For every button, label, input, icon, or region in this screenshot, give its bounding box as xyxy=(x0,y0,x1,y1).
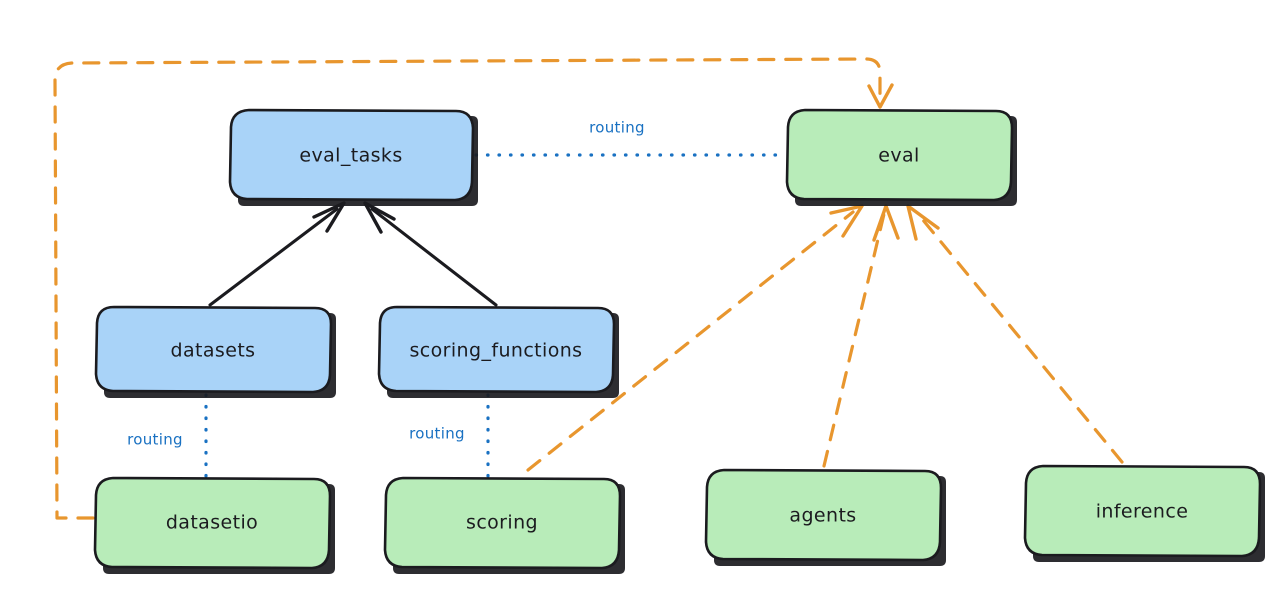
node-eval[interactable]: eval xyxy=(785,108,1017,206)
edge-datasetio-eval xyxy=(53,57,894,520)
arrowhead-icon xyxy=(867,83,894,109)
node-label-eval_tasks: eval_tasks xyxy=(299,145,402,167)
node-scoring[interactable]: scoring xyxy=(383,476,625,574)
arrowhead-icon xyxy=(363,201,396,234)
edge-datasets-eval_tasks xyxy=(208,201,346,307)
node-label-scoring_functions: scoring_functions xyxy=(410,340,583,362)
edge-agents-eval xyxy=(822,204,900,468)
node-eval_tasks[interactable]: eval_tasks xyxy=(228,108,478,206)
edge-scoringfn-eval_tasks xyxy=(363,201,498,307)
node-label-datasets: datasets xyxy=(171,340,256,362)
node-label-scoring: scoring xyxy=(466,512,538,534)
node-label-inference: inference xyxy=(1096,501,1189,523)
edge-inference-eval xyxy=(906,204,1124,464)
node-datasetio[interactable]: datasetio xyxy=(93,476,335,574)
edge-label-routing-eval: routing xyxy=(589,119,645,137)
arrowhead-icon xyxy=(829,204,864,238)
arrowhead-icon xyxy=(312,201,346,233)
node-label-eval: eval xyxy=(878,145,919,167)
node-scoring_functions[interactable]: scoring_functions xyxy=(377,305,619,398)
node-label-datasetio: datasetio xyxy=(166,512,258,534)
edge-label-routing-scoring: routing xyxy=(409,425,465,443)
node-inference[interactable]: inference xyxy=(1023,464,1265,562)
edge-label-routing-datasetio: routing xyxy=(127,431,183,449)
node-agents[interactable]: agents xyxy=(704,468,946,566)
node-label-agents: agents xyxy=(789,505,856,527)
arrowhead-icon xyxy=(872,204,900,242)
node-datasets[interactable]: datasets xyxy=(94,305,336,398)
